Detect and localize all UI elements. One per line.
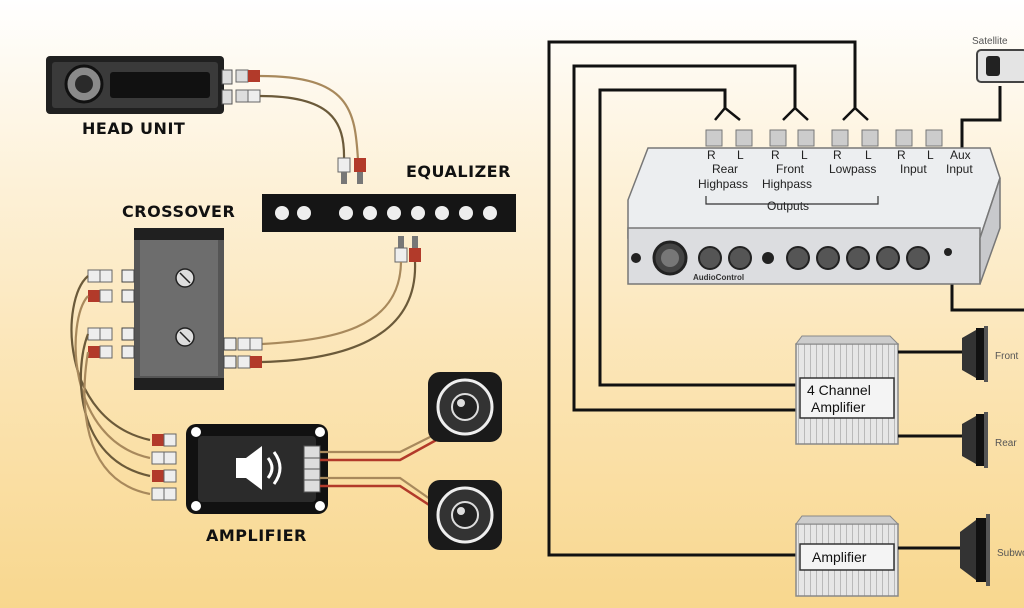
- left-speaker-top: [428, 372, 502, 442]
- four-channel-amplifier: [795, 335, 900, 445]
- group-label-rear-sub: Highpass: [698, 177, 748, 191]
- right-amplifier: [795, 515, 900, 597]
- channel-label: L: [865, 148, 872, 162]
- group-label-aux-sub: Input: [946, 162, 973, 176]
- equalizer-output-plugs: [394, 236, 421, 263]
- group-label-front: Front: [776, 162, 805, 176]
- subwoofer-speaker: [960, 514, 990, 586]
- brand-text: AudioControl: [693, 273, 744, 282]
- channel-label: R: [771, 148, 780, 162]
- front-speaker-label: Front: [995, 351, 1019, 362]
- crossover-output-plugs: [87, 269, 263, 369]
- equalizer-label: EQUALIZER: [406, 162, 511, 181]
- channel-label: L: [927, 148, 934, 162]
- rear-speaker: [962, 412, 988, 468]
- amplifier-label: AMPLIFIER: [206, 526, 307, 545]
- head-unit-label: HEAD UNIT: [82, 119, 185, 138]
- subwoofer-label: Subwoofer: [997, 548, 1024, 559]
- channel-label: R: [897, 148, 906, 162]
- head-unit-rca-plugs: [235, 69, 261, 103]
- channel-label: R: [707, 148, 716, 162]
- group-label-lowpass: Lowpass: [829, 162, 876, 176]
- channel-label: R: [833, 148, 842, 162]
- satellite-device: [976, 49, 1024, 83]
- equalizer-input-plugs: [337, 157, 366, 184]
- right-amplifier-label: Amplifier: [812, 549, 867, 565]
- group-label-front-sub: Highpass: [762, 177, 812, 191]
- outputs-label: Outputs: [767, 199, 809, 213]
- group-label-rear: Rear: [712, 162, 738, 176]
- satellite-label: Satellite: [972, 36, 1008, 47]
- group-label-input: Input: [900, 162, 927, 176]
- channel-label: L: [801, 148, 808, 162]
- four-channel-amp-line2: Amplifier: [811, 399, 866, 415]
- crossover: [121, 228, 237, 390]
- crossover-label: CROSSOVER: [122, 202, 235, 221]
- rear-speaker-label: Rear: [995, 438, 1017, 449]
- front-speaker: [962, 326, 988, 382]
- processor-unit: [627, 129, 1001, 285]
- group-label-aux: Aux: [950, 148, 971, 162]
- left-amplifier: [151, 424, 328, 514]
- equalizer: [262, 194, 516, 232]
- channel-label: L: [737, 148, 744, 162]
- speaker-icon: [236, 446, 282, 490]
- four-channel-amp-line1: 4 Channel: [807, 382, 871, 398]
- head-unit: [46, 56, 233, 114]
- left-speaker-bottom: [428, 480, 502, 550]
